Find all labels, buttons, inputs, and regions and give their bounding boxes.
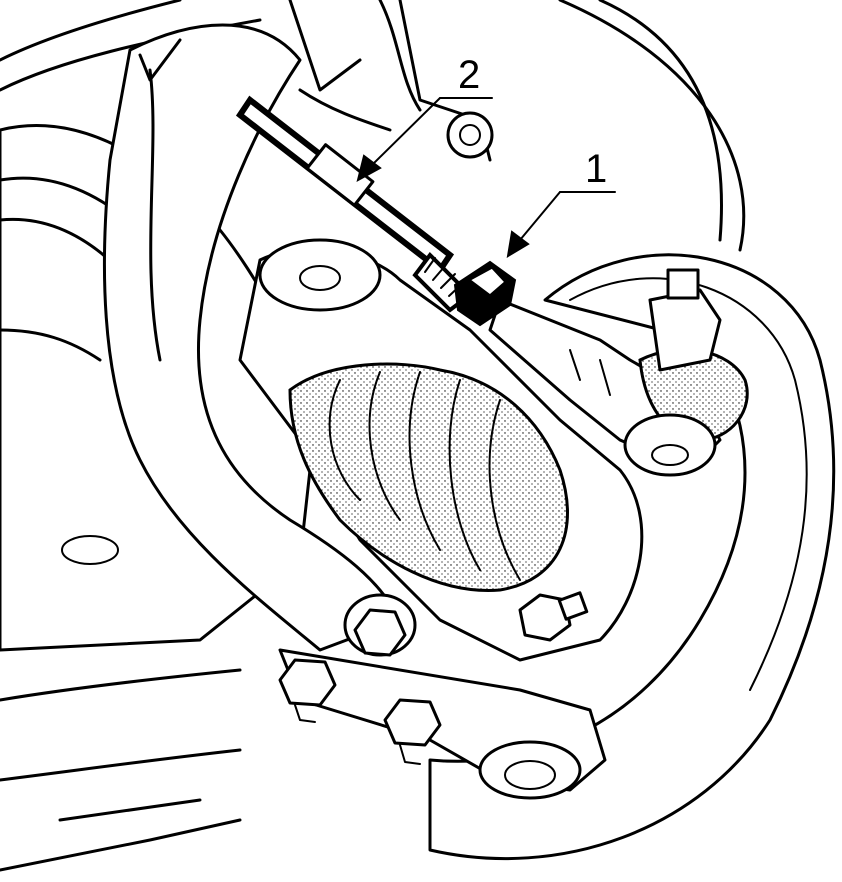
- callout-1: 1: [506, 147, 616, 258]
- nut-right: [518, 591, 589, 642]
- tie-rod: [488, 268, 749, 477]
- brake-disc: [428, 0, 836, 861]
- callout-label-2: 2: [458, 53, 480, 97]
- nut-left: [278, 658, 337, 723]
- control-arm: [102, 23, 402, 652]
- nut-upper: [353, 608, 407, 657]
- lower-links: [278, 591, 607, 800]
- special-tool-rod: [138, 38, 517, 327]
- nut-lower: [383, 698, 442, 765]
- callout-2: 2: [356, 53, 493, 182]
- callout-label-1: 1: [585, 147, 607, 191]
- steering-boot: [288, 362, 569, 592]
